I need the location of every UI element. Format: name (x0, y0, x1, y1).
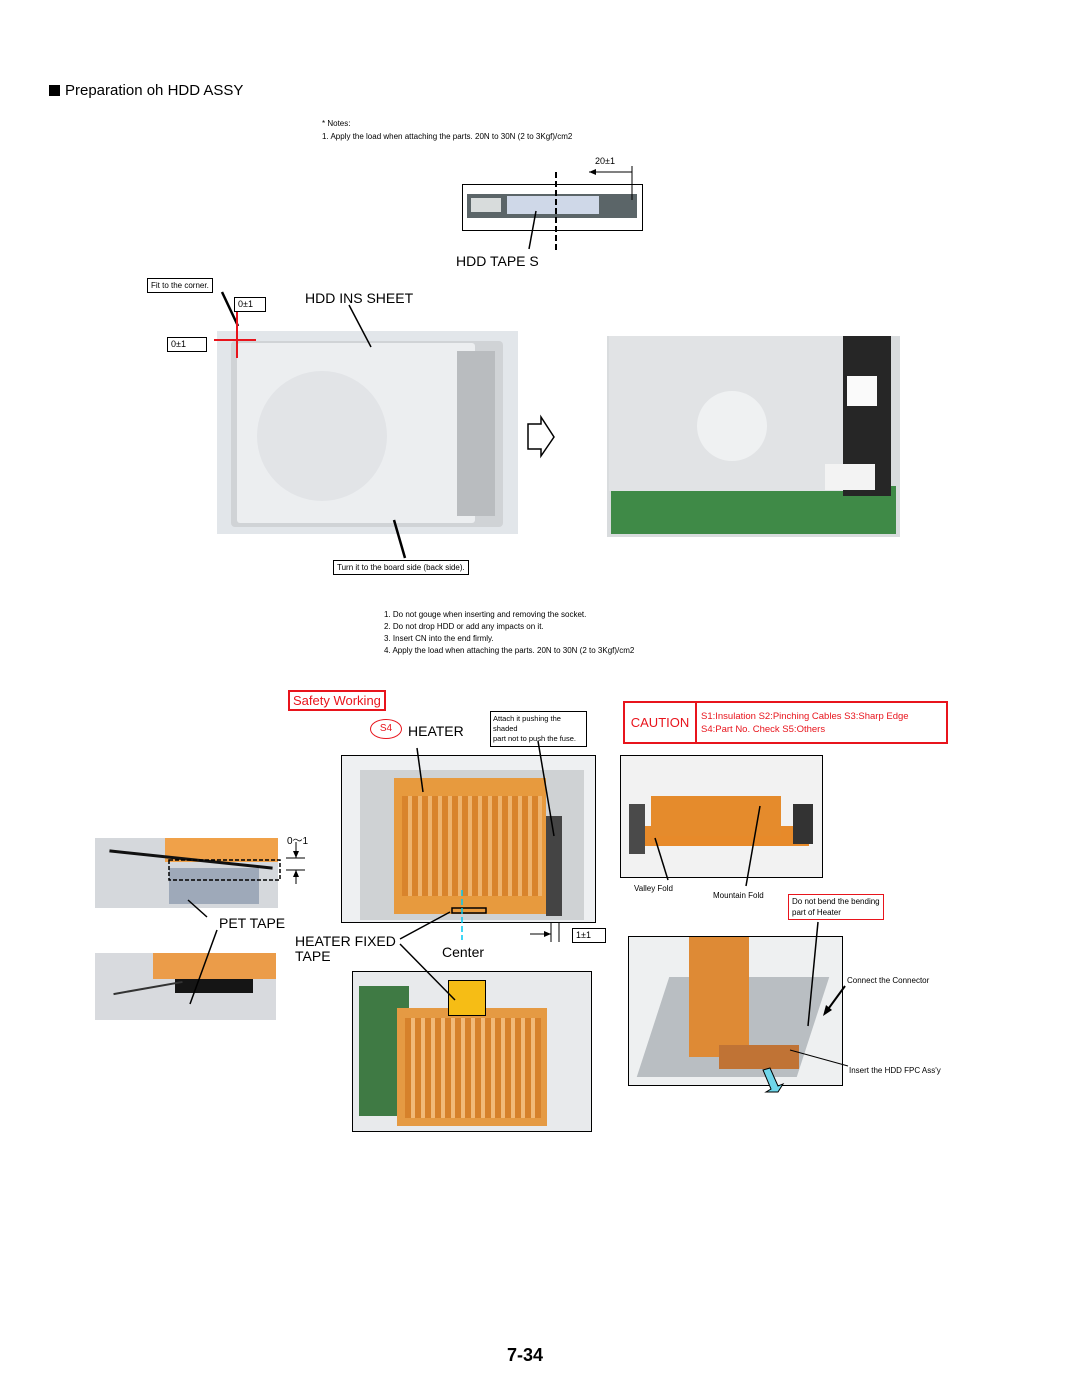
attach-note-line-2: part not to push the fuse. (493, 734, 576, 743)
hdd-ins-sheet-label: HDD INS SHEET (305, 290, 414, 306)
hdd-front-photo (217, 331, 518, 534)
attach-note-line-1: Attach it pushing the shaded (493, 714, 561, 733)
caution-codes-1: S1:Insulation S2:Pinching Cables S3:Shar… (701, 711, 909, 722)
dim-0-vertical: 0±1 (167, 337, 207, 352)
no-bend-line-2: part of Heater (792, 908, 841, 917)
safety-working-label: Safety Working (288, 690, 386, 711)
heater-label: HEATER (408, 723, 464, 739)
center-label: Center (442, 944, 485, 960)
valley-fold-label: Valley Fold (634, 884, 673, 893)
dim-0-1: 0～1 (287, 836, 309, 847)
page-number: 7-34 (507, 1345, 544, 1365)
top-dim-lines (528, 166, 633, 250)
caution-box: CAUTION S1:Insulation S2:Pinching Cables… (623, 701, 948, 744)
fit-corner-note: Fit to the corner. (147, 278, 213, 293)
turn-board-note: Turn it to the board side (back side). (333, 560, 469, 575)
caution-label: CAUTION (625, 703, 697, 742)
no-bend-line-1: Do not bend the bending (792, 897, 880, 906)
right-arrow-icon (527, 414, 555, 459)
dim-0-horizontal: 0±1 (234, 297, 266, 312)
instruction-4: 4. Apply the load when attaching the par… (384, 646, 635, 655)
caution-codes-2: S4:Part No. Check S5:Others (701, 724, 826, 735)
pet-tape-photo-1 (95, 838, 278, 908)
dim-1-1: 1±1 (572, 928, 606, 943)
section-title: Preparation oh HDD ASSY (49, 82, 243, 99)
assembly-photo (628, 936, 843, 1086)
notes-heading: * Notes: (322, 119, 351, 128)
insert-fpc-label: Insert the HDD FPC Ass'y (849, 1066, 941, 1075)
instruction-3: 3. Insert CN into the end firmly. (384, 634, 494, 643)
instruction-1: 1. Do not gouge when inserting and remov… (384, 610, 587, 619)
fpc-photo (620, 755, 823, 878)
connect-connector-label: Connect the Connector (847, 976, 930, 985)
notes-item: 1. Apply the load when attaching the par… (322, 132, 573, 141)
hdd-board-photo (607, 336, 900, 537)
heater-fixed-tape-label: HEATER FIXED TAPE (295, 934, 396, 964)
hdd-tape-s-label: HDD TAPE S (456, 253, 539, 269)
s4-badge: S4 (370, 719, 402, 739)
pet-tape-label: PET TAPE (219, 915, 286, 931)
dim-20: 20±1 (595, 156, 615, 166)
heater-fixed-line-1: HEATER FIXED (295, 933, 396, 949)
insert-arrow-icon (762, 1067, 785, 1093)
heater-photo (341, 755, 596, 923)
no-bend-note: Do not bend the bending part of Heater (788, 894, 884, 920)
heater-installed-photo (352, 971, 592, 1132)
top-annotation-lines (214, 291, 555, 559)
heater-fixed-line-2: TAPE (295, 948, 331, 964)
hdd-side-photo (462, 184, 643, 231)
mountain-fold-label: Mountain Fold (713, 891, 764, 900)
instruction-2: 2. Do not drop HDD or add any impacts on… (384, 622, 544, 631)
square-bullet-icon (49, 85, 60, 96)
